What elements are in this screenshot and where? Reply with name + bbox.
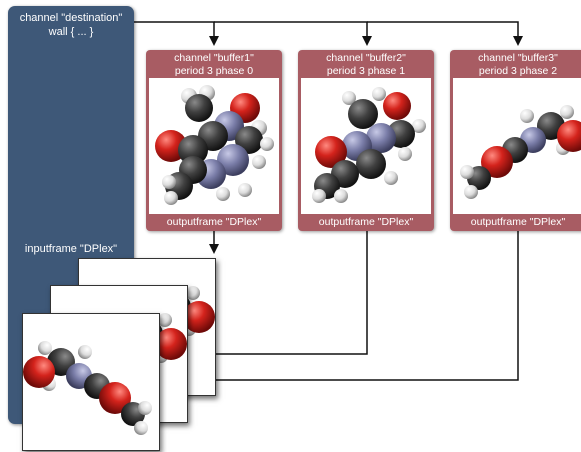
- buffer1-header: channel "buffer1" period 3 phase 0: [146, 52, 282, 78]
- buffer3-outputframe-label: outputframe "DPlex": [470, 216, 566, 228]
- buffer2-channel-label: channel "buffer2": [326, 52, 406, 64]
- arrow-destination-to-buffer3: [367, 21, 523, 46]
- buffer1-channel: channel "buffer1" period 3 phase 0 outpu…: [146, 50, 282, 231]
- buffer1-frame-image: [149, 78, 279, 214]
- buffer3-frame-image: [453, 78, 581, 214]
- inputframe-card-front: [22, 313, 160, 451]
- buffer3-channel: channel "buffer3" period 3 phase 2 outpu…: [450, 50, 581, 231]
- molecule-render: [23, 341, 152, 435]
- arrow-destination-to-buffer1: [134, 21, 219, 46]
- buffer2-outputframe-label: outputframe "DPlex": [318, 216, 414, 228]
- buffer1-period-label: period 3 phase 0: [174, 65, 254, 77]
- destination-channel-title: channel "destination" wall { ... }: [19, 12, 123, 38]
- arrow-buffer3-to-inputframe: [160, 231, 519, 385]
- arrow-buffer2-to-inputframe: [188, 231, 368, 359]
- molecule-render: [155, 85, 274, 205]
- molecule-render: [312, 87, 426, 203]
- buffer3-period-label: period 3 phase 2: [478, 65, 558, 77]
- buffer2-header: channel "buffer2" period 3 phase 1: [298, 52, 434, 78]
- buffer3-channel-label: channel "buffer3": [478, 52, 558, 64]
- buffer2-frame-image: [301, 78, 431, 214]
- buffer2-channel: channel "buffer2" period 3 phase 1 outpu…: [298, 50, 434, 231]
- inputframe-label: inputframe "DPlex": [24, 243, 118, 255]
- buffer2-period-label: period 3 phase 1: [326, 65, 406, 77]
- molecule-render: [460, 105, 581, 199]
- buffer3-header: channel "buffer3" period 3 phase 2: [450, 52, 581, 78]
- buffer1-channel-label: channel "buffer1": [174, 52, 254, 64]
- arrow-destination-to-buffer2: [214, 21, 372, 46]
- buffer1-outputframe-label: outputframe "DPlex": [166, 216, 262, 228]
